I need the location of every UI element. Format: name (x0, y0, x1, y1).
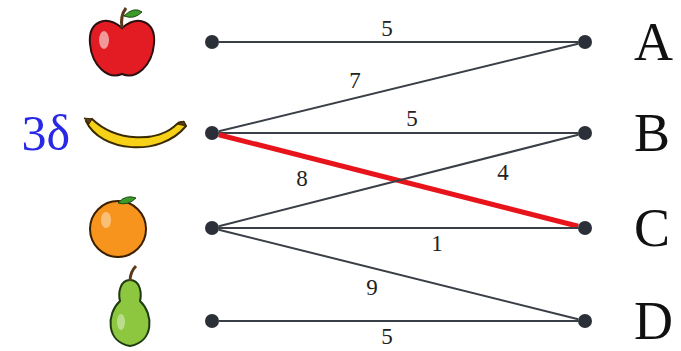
vertex-letter: C (634, 201, 670, 255)
graph-vertex: D (578, 314, 592, 328)
graph-edge (219, 44, 578, 132)
apple-picture (90, 8, 154, 75)
graph-edge (219, 41, 578, 43)
graph-vertex (205, 221, 219, 235)
edge-weight: 5 (379, 17, 395, 40)
vertex-letter: B (634, 106, 670, 160)
weight-label: 3δ (21, 108, 70, 158)
graph-vertex: A (578, 35, 592, 49)
edge-weight: 5 (404, 107, 420, 130)
graph-vertex: B (578, 126, 592, 140)
orange-picture (90, 197, 146, 257)
graph-vertex (205, 35, 219, 49)
graph-edge (219, 135, 578, 227)
pear-picture (111, 266, 150, 346)
graph-vertex: 3δ (205, 126, 219, 140)
edge-weight: 7 (347, 69, 363, 92)
banana-picture (84, 118, 186, 147)
graph-edge (219, 320, 578, 322)
graph-edge (219, 135, 578, 227)
graph-edge (219, 132, 578, 134)
vertex-letter: D (634, 294, 673, 348)
edge-weight: 5 (379, 325, 395, 348)
graph-vertex (205, 314, 219, 328)
graph-edge (219, 230, 578, 320)
edge-weight: 8 (294, 167, 310, 190)
edge-weight: 9 (364, 276, 380, 299)
graph-edge (219, 227, 578, 229)
edge-weight: 1 (429, 232, 445, 255)
graph-vertex: C (578, 221, 592, 235)
edge-weight: 4 (495, 161, 511, 184)
vertex-letter: A (634, 15, 673, 69)
